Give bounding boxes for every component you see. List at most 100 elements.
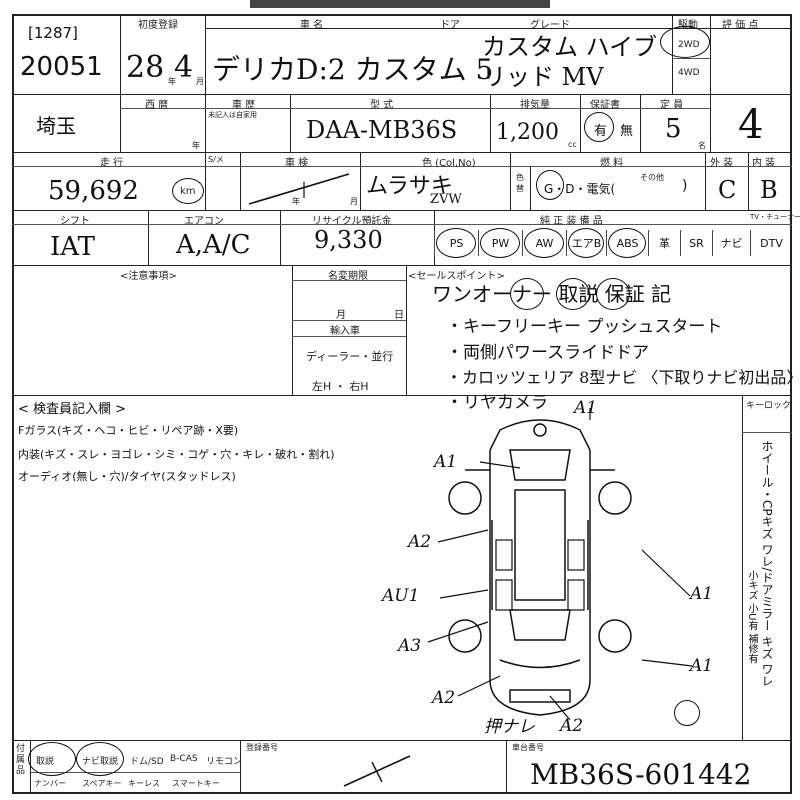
smeter-label: S/メ [208,155,224,164]
accessory-top-4: B-CAS [170,754,198,764]
car-diagram [448,419,632,716]
damage-mark-5: A3 [398,636,422,656]
first-reg-label: 初度登録 [138,20,178,31]
recycle: 9,330 [314,226,383,254]
capacity-unit: 名 [698,141,706,150]
lot-number-left: [1287] [28,24,78,42]
accessories-label: 付属品 [16,744,26,776]
damage-legend: ホイール・CPキズ ワレ/ドアミラー キズ ワレ [760,440,774,688]
fuel-close: ) [682,178,688,194]
reg-month: 4 [174,50,194,85]
damage-mark-10: 押ナレ [484,717,535,737]
warranty-yes-circle [584,112,614,142]
name-change-label: 名変期限 [328,271,368,282]
damage-mark-7: A1 [690,584,714,604]
int-score: B [760,176,778,204]
accessory-top-5: リモコン [206,757,243,767]
glass-line: Fガラス(キズ・ヘコ・ヒビ・リペア跡・X要) [18,424,239,437]
reg-month-unit: 月 [196,77,204,86]
inspection-year-unit: 年 [292,197,300,206]
car-name-label: 車 名 [300,20,324,31]
shift-label: シフト [60,216,90,227]
equipment-9: DTV [750,230,792,256]
recycle-label: リサイクル預託金 [312,216,392,227]
reg-number-slash [343,755,411,787]
accessory-bottom-2: スペアキー [82,779,122,788]
import-type: ディーラー・並行 [306,350,394,363]
caution-label: <注意事項> [120,271,177,282]
equipment-6: 革 [648,230,680,256]
ext-label: 外 装 [710,158,734,169]
color: ムラサキ [366,174,453,199]
chassis-number: MB36S-601442 [530,758,752,791]
color-change: 色替 [516,173,524,193]
auction-sheet [12,14,792,794]
equipment-circle-2 [480,228,520,258]
door-label: ドア [440,20,460,31]
damage-mark-2: A1 [574,398,598,418]
cc-label: 排気量 [520,100,550,111]
sales-point-2: ・キーフリーキー プッシュスタート [446,317,723,337]
model: DAA-MB36S [306,116,458,144]
model-label: 型 式 [370,100,394,111]
inspection-slash [248,173,350,205]
grade-label: グレード [530,20,570,31]
ac-label: エアコン [184,216,224,227]
equipment-7: SR [680,230,712,256]
sales-point-1: ワンオーナー 取説 保証 記 [432,282,672,306]
name-change-month: 月 [336,310,346,321]
name-change-day: 日 [394,310,404,321]
score: 4 [738,102,764,148]
inspection-label: 車 検 [285,158,309,169]
car-name: デリカD:2 カスタム 5 [212,53,494,86]
capacity-label: 定 員 [660,100,684,111]
damage-leaders [427,408,693,721]
top-strip [250,0,550,8]
equipment-circle-5 [608,228,646,258]
lot-number: 20051 [20,52,103,82]
sales-point-4: ・カロッツェリア 8型ナビ 〈下取りナビ初出品〉 [446,368,800,387]
tuner-label: TV・チューナー装 [750,213,800,221]
sales-circle-3 [596,278,630,310]
color-label: 色 (Col.No) [422,158,476,169]
damage-legend-2: 小キズ 小U有 補修有 [746,570,757,664]
reg-number-label: 登録番号 [246,743,278,752]
drive-2wd-circle [660,26,710,58]
accessory-bottom-1: ナンバー [34,779,66,788]
fuel-label: 燃 料 [600,158,624,169]
warranty-no: 無 [620,124,634,139]
accessory-circle-1 [28,742,76,776]
ext-score: C [718,176,737,204]
accessory-bottom-4: スマートキー [172,779,220,788]
handle: 左H ・ 右H [312,380,369,393]
interior-line: 内装(キズ・スレ・ヨゴレ・シミ・コゲ・穴・キレ・破れ・割れ) [18,448,335,461]
mileage-label: 走 行 [100,158,124,169]
int-label: 内 装 [752,158,776,169]
nen-label: 年 [192,141,200,150]
shaken-label: 車 歴 [232,100,256,111]
inspector-title: < 検査員記入欄 > [18,402,127,417]
damage-mark-8: A1 [690,656,714,676]
damage-mark-3: A2 [408,532,432,552]
tire-circle-extra [674,700,700,726]
reg-year-unit: 年 [168,77,176,86]
sales-point-3: ・両側パワースライドドア [446,343,650,363]
damage-mark-9: A2 [560,716,584,736]
grade: カスタム ハイブリッド MV [482,33,658,91]
shift: IAT [50,232,95,262]
equipment-8: ナビ [712,230,750,256]
damage-mark-4: AU1 [382,586,420,606]
equipment-circle-1 [436,228,476,258]
seireki-label: 西 暦 [145,100,169,111]
warranty-label: 保証書 [590,100,620,111]
sales-point-5: ・リヤカメラ [446,393,548,413]
drive-4wd: 4WD [678,68,700,78]
key-rock: キーロック [746,401,792,411]
import-label: 輸入車 [330,326,360,337]
accessory-circle-2 [76,742,124,776]
cc-unit: cc [568,140,577,149]
sales-label: <セールスポイント> [408,271,505,282]
capacity: 5 [665,114,682,144]
equip-label: 純 正 装 備 品 [540,216,603,227]
area: 埼玉 [36,114,76,138]
